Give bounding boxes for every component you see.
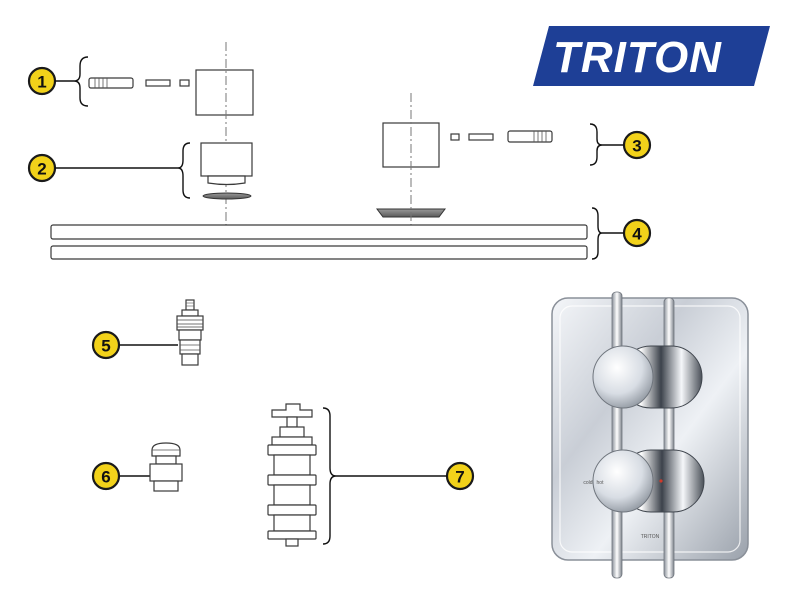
grub-screw — [450, 133, 460, 141]
callout-4: 4 — [591, 207, 652, 260]
valve-hot-label: hot — [597, 480, 605, 486]
extension-pin — [88, 77, 134, 89]
extension-pin — [507, 130, 553, 143]
callout-number: 5 — [101, 337, 110, 356]
adaptor-body — [149, 463, 183, 482]
brace — [322, 407, 337, 545]
callout-number: 4 — [632, 225, 642, 244]
logo-text: TRITON — [553, 33, 722, 82]
shroud-and-seal — [200, 142, 253, 200]
seal-ring — [202, 192, 252, 200]
brace — [73, 56, 89, 107]
shower-valve-photo: cold hot TRITON — [551, 291, 749, 579]
valve-cold-label: cold — [583, 480, 592, 486]
cartridge-thread — [176, 315, 204, 331]
thermostatic-cartridge — [267, 403, 317, 547]
cartridge-flange-bottom — [267, 530, 317, 540]
valve-faceplate — [551, 297, 749, 561]
cartridge-flange-mid — [267, 474, 317, 486]
flow-cartridge — [176, 299, 204, 366]
callout-2: 2 — [27, 142, 191, 199]
shroud-base — [207, 175, 246, 186]
cartridge-body — [178, 329, 202, 341]
spindle-extension-kit-right — [376, 122, 553, 218]
cartridge-body-upper — [273, 454, 311, 476]
cartridge-shoulder — [271, 436, 313, 446]
cartridge-tip — [181, 353, 199, 366]
callout-number: 2 — [37, 160, 46, 179]
packer-strip-lower — [50, 245, 588, 260]
cartridge-handle-adaptor — [271, 403, 313, 418]
cartridge-flange-low — [267, 504, 317, 516]
adaptor-cap — [151, 442, 181, 457]
flow-spindle-adaptor — [149, 442, 183, 492]
cartridge-tip — [285, 538, 299, 547]
extension-rod — [145, 79, 171, 87]
cartridge-body-mid — [273, 484, 311, 506]
grub-screw — [179, 79, 190, 87]
valve-rod-right — [663, 297, 675, 579]
callout-number: 7 — [455, 468, 464, 487]
control-knob-sleeve — [195, 69, 254, 116]
logo-background — [533, 26, 770, 86]
callout-number: 3 — [632, 137, 641, 156]
cartridge-body-lower — [273, 514, 311, 532]
faceplate-packers — [50, 224, 588, 260]
adaptor-neck — [155, 455, 177, 465]
adaptor-base — [153, 480, 179, 492]
cartridge-flange-top — [267, 444, 317, 456]
shroud — [200, 142, 253, 177]
callout-3: 3 — [589, 123, 652, 166]
packer-strip-upper — [50, 224, 588, 240]
flow-control-knob — [592, 345, 703, 409]
brace — [177, 142, 191, 199]
callout-7: 7 — [322, 407, 475, 545]
callout-number: 6 — [101, 468, 110, 487]
brace — [589, 123, 603, 166]
spindle-extension-kit-upper — [88, 69, 254, 116]
cartridge-base — [179, 339, 201, 355]
brace — [591, 207, 603, 260]
valve-rod-left — [611, 291, 623, 579]
cartridge-collar — [279, 426, 305, 438]
callout-5: 5 — [91, 330, 178, 360]
extension-rod — [468, 133, 494, 141]
callout-6: 6 — [91, 461, 150, 491]
valve-brand-label: TRITON — [641, 534, 660, 540]
callout-1: 1 — [27, 56, 89, 107]
cartridge-spindle — [286, 416, 298, 428]
brand-logo: TRITON — [533, 26, 770, 86]
cartridge-spindle — [185, 299, 195, 311]
callout-number: 1 — [37, 73, 46, 92]
cartridge-neck — [181, 309, 199, 317]
temperature-control-knob — [592, 449, 705, 513]
